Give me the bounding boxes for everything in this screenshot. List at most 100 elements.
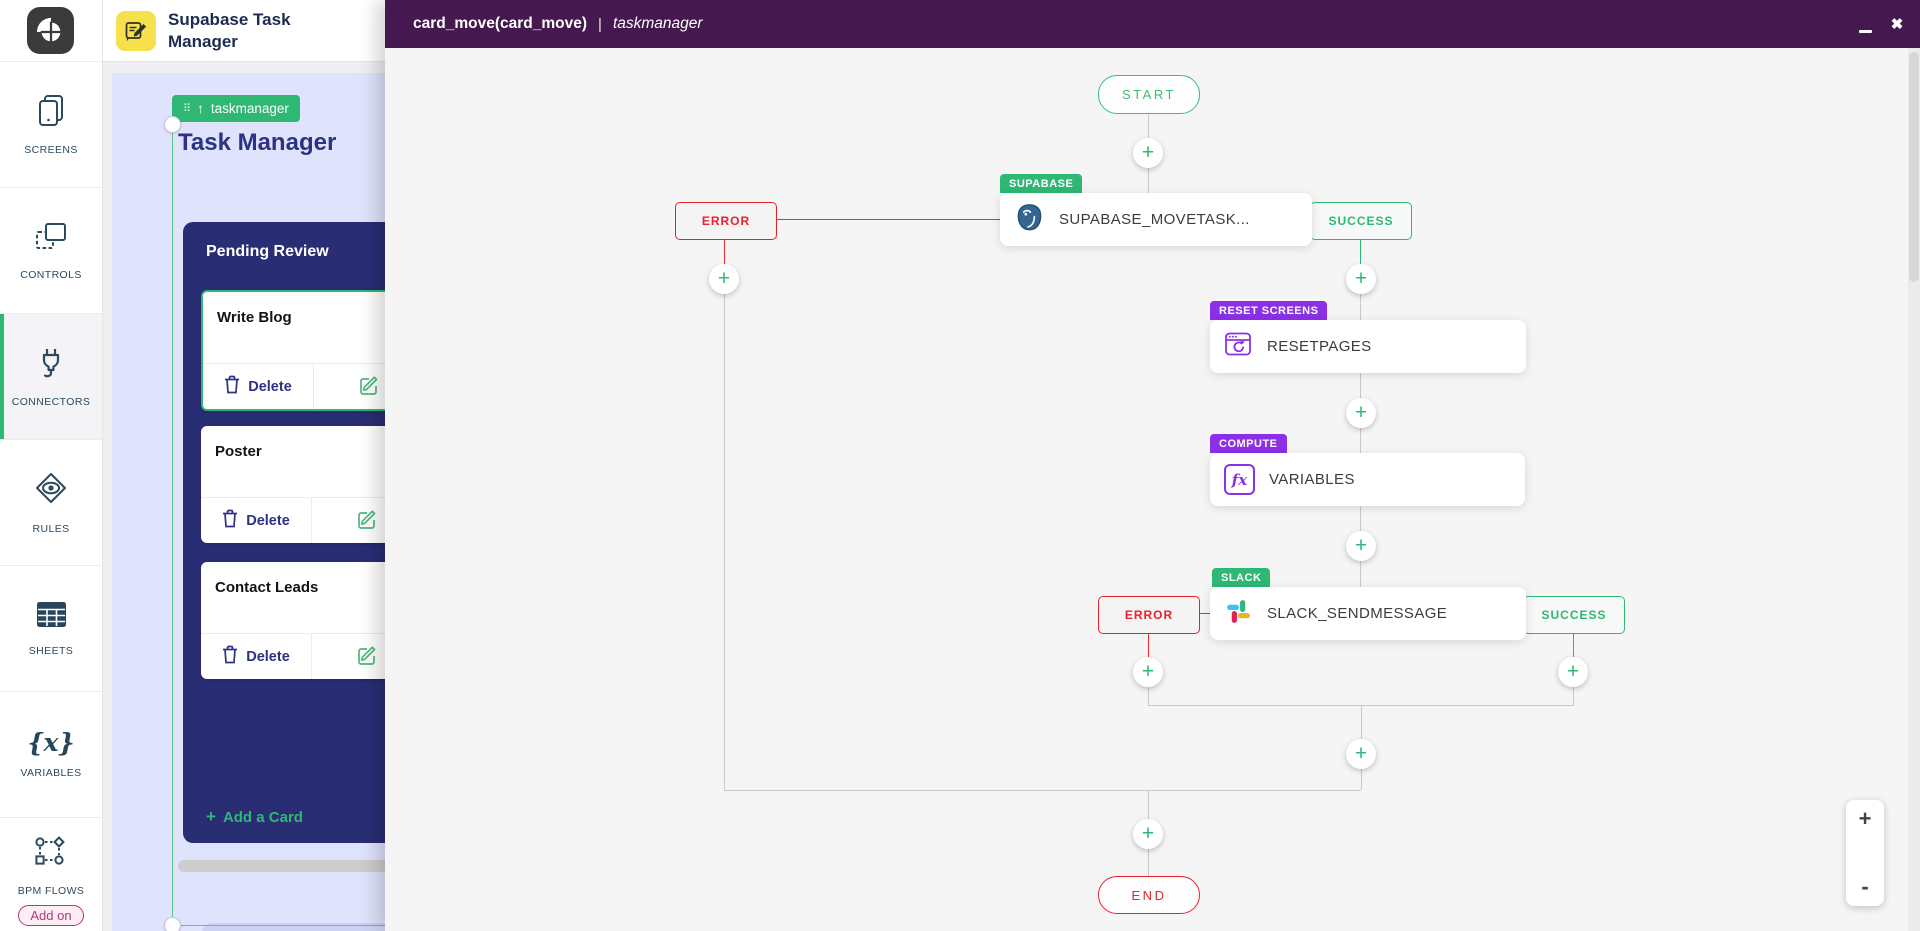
add-step-button[interactable]: +: [1346, 264, 1376, 294]
flow-line: [724, 790, 1361, 791]
kanban-column-pending-review: Pending Review Write Blog Delete: [183, 222, 385, 843]
flow-line: [1360, 428, 1361, 453]
sidebar-item-sheets[interactable]: SHEETS: [0, 565, 102, 691]
modal-subtitle: taskmanager: [612, 15, 703, 32]
node-label: SLACK_SENDMESSAGE: [1267, 605, 1448, 622]
sidebar-item-rules[interactable]: RULES: [0, 439, 102, 565]
close-icon[interactable]: ✖: [1882, 0, 1912, 48]
delete-label: Delete: [246, 512, 290, 529]
task-card-poster[interactable]: Poster Delete: [201, 426, 385, 543]
minimize-button[interactable]: [1850, 0, 1880, 48]
flow-line: [1360, 561, 1361, 587]
plus-icon: +: [1141, 659, 1155, 683]
plus-icon: +: [206, 807, 216, 826]
end-node: END: [1098, 876, 1200, 914]
zoom-out-button[interactable]: -: [1861, 874, 1869, 899]
delete-button[interactable]: Delete: [201, 634, 311, 679]
edit-button[interactable]: [314, 364, 385, 409]
selection-handle-bottom[interactable]: [164, 917, 181, 931]
screen-tag-taskmanager[interactable]: ⠿ ↑ taskmanager: [172, 95, 300, 122]
divider: [311, 634, 312, 679]
node-label: SUPABASE_MOVETASK...: [1059, 211, 1250, 228]
delete-button[interactable]: Delete: [201, 498, 311, 543]
zoom-in-button[interactable]: +: [1858, 806, 1872, 831]
sheets-icon: [36, 601, 67, 633]
flow-line-error: [1148, 631, 1149, 657]
horizontal-scrollbar[interactable]: [178, 860, 385, 872]
sidebar-item-connectors[interactable]: CONNECTORS: [0, 313, 102, 439]
fx-icon: fx: [1224, 464, 1255, 495]
edit-icon: [356, 645, 377, 669]
add-step-button[interactable]: +: [1346, 739, 1376, 769]
trash-icon: [222, 509, 238, 532]
sidebar-item-screens[interactable]: SCREENS: [0, 61, 102, 187]
vertical-scrollbar-thumb[interactable]: [1909, 52, 1919, 282]
flow-line: [724, 294, 725, 790]
flow-editor-modal: card_move(card_move) | taskmanager ✖: [385, 0, 1920, 931]
add-card-button[interactable]: + Add a Card: [200, 806, 309, 828]
flow-canvas[interactable]: START END + + + + + + + + + ERROR SUCCES…: [385, 48, 1920, 931]
addon-badge: Add on: [18, 904, 84, 926]
add-step-button[interactable]: +: [1133, 657, 1163, 687]
add-step-button[interactable]: +: [709, 264, 739, 294]
add-step-button[interactable]: +: [1133, 138, 1163, 168]
sidebar-item-bpm-flows[interactable]: BPM FLOWS Add on: [0, 817, 102, 931]
reset-screens-icon: [1224, 331, 1253, 363]
add-step-button[interactable]: +: [1558, 657, 1588, 687]
selection-handle-top[interactable]: [164, 116, 181, 133]
add-step-button[interactable]: +: [1346, 531, 1376, 561]
column-title: Pending Review: [206, 243, 329, 260]
sidebar-item-label: CONTROLS: [20, 269, 82, 281]
flow-node-variables[interactable]: fx VARIABLES: [1210, 453, 1525, 506]
flow-line: [1360, 506, 1361, 531]
card-title: Contact Leads: [215, 579, 319, 596]
app-icon[interactable]: [116, 10, 156, 51]
flow-line: [1148, 790, 1149, 819]
plus-icon: +: [1354, 266, 1368, 290]
success-branch-badge: SUCCESS: [1310, 202, 1412, 240]
modal-separator: |: [598, 15, 602, 33]
divider: [313, 364, 314, 409]
plus-icon: +: [1141, 140, 1155, 164]
modal-header: card_move(card_move) | taskmanager ✖: [385, 0, 1920, 48]
edit-button[interactable]: [312, 634, 385, 679]
node-label: RESETPAGES: [1267, 338, 1372, 355]
sidebar-item-label: SHEETS: [28, 644, 74, 657]
flow-line-error: [1199, 613, 1210, 614]
logo-glyph: [36, 17, 61, 42]
task-card-write-blog[interactable]: Write Blog Delete: [201, 290, 385, 411]
flow-line-error: [724, 238, 725, 264]
drag-handle-icon: ⠿: [183, 103, 191, 115]
trash-icon: [222, 645, 238, 668]
vertical-scrollbar-track: [1908, 48, 1920, 931]
dronahq-logo-icon[interactable]: [27, 7, 74, 54]
edit-button[interactable]: [312, 498, 385, 543]
selection-line-vertical: [172, 122, 173, 925]
slack-icon: [1224, 597, 1253, 631]
flow-line-success: [1573, 631, 1574, 657]
task-card-contact-leads[interactable]: Contact Leads Delete: [201, 562, 385, 679]
sidebar-item-controls[interactable]: CONTROLS: [0, 187, 102, 313]
sidebar-item-label: SCREENS: [24, 144, 78, 156]
plus-icon: +: [1354, 533, 1368, 557]
flow-node-resetpages[interactable]: RESETPAGES: [1210, 320, 1526, 373]
sidebar-item-label: BPM FLOWS: [17, 884, 85, 897]
add-step-button[interactable]: +: [1133, 819, 1163, 849]
delete-button[interactable]: Delete: [203, 364, 313, 409]
screen-tag-label: taskmanager: [210, 101, 289, 116]
flow-line: [1148, 111, 1149, 138]
card-actions: Delete: [201, 633, 385, 679]
builder-canvas: ⠿ ↑ taskmanager Task Manager Pending Rev…: [102, 61, 385, 931]
flow-node-supabase-movetask[interactable]: SUPABASE_MOVETASK...: [1000, 193, 1312, 246]
plus-icon: +: [1354, 741, 1368, 765]
sidebar: SCREENS CONTROLS: [0, 0, 103, 931]
flow-node-slack-sendmessage[interactable]: SLACK_SENDMESSAGE: [1210, 587, 1526, 640]
sidebar-item-variables[interactable]: {x} VARIABLES: [0, 691, 102, 817]
card-title: Write Blog: [217, 309, 292, 326]
add-step-button[interactable]: +: [1346, 398, 1376, 428]
sidebar-item-label: VARIABLES: [20, 767, 82, 779]
app-header: Supabase Task Manager: [102, 0, 385, 62]
up-arrow-icon: ↑: [197, 101, 204, 116]
screens-icon: [34, 93, 68, 132]
